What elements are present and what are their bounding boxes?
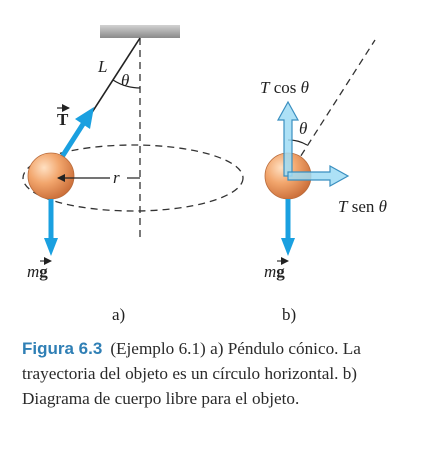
weight-arrow-head-a (44, 238, 58, 256)
panel-b: T cos θ θ T sen θ mg b) (260, 39, 387, 324)
svg-text:mg: mg (27, 262, 48, 281)
weight-label-b: mg (264, 257, 289, 281)
panel-a: L θ r T mg a) (22, 25, 244, 324)
tension-label-a: T (57, 104, 70, 129)
tension-vertical-label: T cos θ (260, 78, 309, 97)
tension-horizontal-arrow (287, 164, 350, 188)
panel-a-label: a) (112, 305, 125, 324)
tension-horizontal-label: T sen θ (338, 197, 387, 216)
angle-label-a: θ (121, 71, 129, 90)
angle-label-b: θ (299, 119, 307, 138)
figure-number: Figura 6.3 (22, 339, 103, 358)
angle-arc-a (112, 79, 141, 89)
circular-path-dashed (22, 144, 244, 212)
string-direction-dashed (287, 39, 376, 177)
ceiling-support (100, 25, 180, 38)
panel-b-label: b) (282, 305, 296, 324)
svg-text:mg: mg (264, 262, 285, 281)
tension-arrow-shaft (57, 119, 88, 162)
length-label: L (97, 57, 107, 76)
svg-text:T: T (57, 110, 69, 129)
radius-label: r (113, 168, 120, 187)
weight-label-a: mg (27, 257, 52, 281)
tension-arrow-head (75, 107, 94, 129)
figure-caption: Figura 6.3(Ejemplo 6.1) a) Péndulo cónic… (22, 336, 422, 411)
bob-ball-a (27, 152, 75, 200)
caption-text: (Ejemplo 6.1) a) Péndulo cónico. La tray… (22, 339, 361, 408)
weight-arrow-head-b (281, 238, 295, 256)
tension-vertical-arrow (276, 100, 300, 177)
